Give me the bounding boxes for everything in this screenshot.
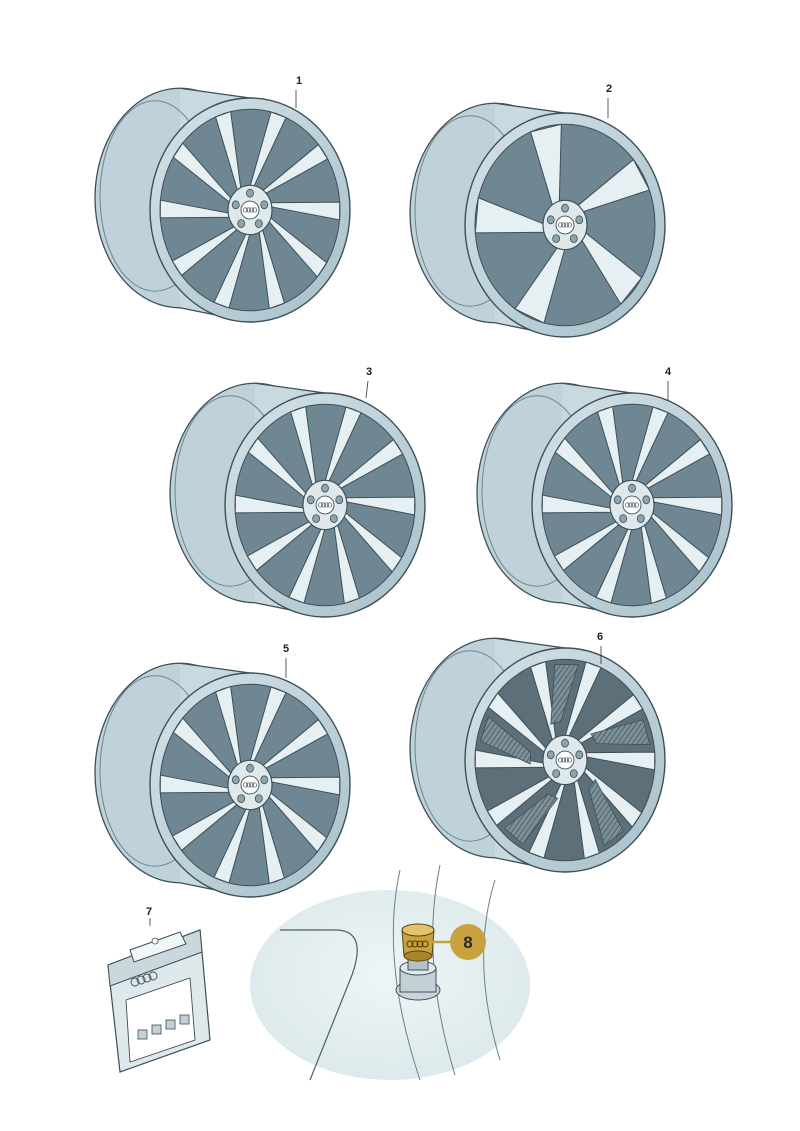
callout-2-number: 2 <box>606 83 612 95</box>
lug-hole <box>312 514 321 523</box>
lug-hole <box>561 203 569 213</box>
rim-edge-top <box>254 382 326 394</box>
hub-cap <box>555 750 575 770</box>
lug-hole <box>569 769 578 778</box>
lug-hole <box>246 188 254 198</box>
wheel-4: 4 <box>476 366 733 618</box>
rim-edge-top <box>179 87 251 99</box>
lug-hole <box>552 234 561 243</box>
callout-7-number: 7 <box>146 906 152 918</box>
lug-hole <box>260 775 269 785</box>
lug-hole <box>260 200 269 210</box>
callout-5-number: 5 <box>283 643 289 655</box>
lug-hole <box>642 495 651 505</box>
four-rings-logo-icon <box>557 757 573 763</box>
four-rings-logo-icon <box>624 502 640 508</box>
wheel-6: 6 <box>409 631 666 873</box>
four-rings-logo-icon <box>242 207 258 213</box>
callout-3-number: 3 <box>366 366 372 378</box>
lug-hole <box>575 215 584 225</box>
lug-hole <box>552 769 561 778</box>
lug-hole <box>237 794 246 803</box>
rim-edge-top <box>494 102 566 114</box>
inset-background <box>250 890 530 1080</box>
valve-cap <box>401 923 435 962</box>
cap-icons <box>137 1014 190 1040</box>
lug-hole <box>546 215 555 225</box>
lug-hole <box>231 775 240 785</box>
four-rings-logo-icon <box>557 222 573 228</box>
rim-edge-top <box>179 662 251 674</box>
lug-hole <box>546 750 555 760</box>
valve-cap-package: 7 <box>107 906 211 1073</box>
lug-hole <box>254 219 263 228</box>
tire-rim-edge <box>280 929 358 1081</box>
rim-edge-top <box>494 637 566 649</box>
callout-3-leader <box>365 380 369 399</box>
aero-insert <box>588 778 624 847</box>
lug-hole <box>575 750 584 760</box>
lug-hole <box>306 495 315 505</box>
callout-8-badge <box>450 924 486 960</box>
callout-8-number: 8 <box>463 933 472 952</box>
lug-hole <box>254 794 263 803</box>
wheel-1: 1 <box>94 75 351 323</box>
hub-cap <box>240 775 260 795</box>
lug-hole <box>613 495 622 505</box>
rim-contour-line <box>392 869 421 1081</box>
lug-hole <box>636 514 645 523</box>
callout-4-number: 4 <box>665 366 672 378</box>
hang-hole <box>151 937 159 945</box>
wheel-3: 3 <box>169 366 426 618</box>
aero-insert <box>590 719 651 745</box>
lug-hole <box>231 200 240 210</box>
four-rings-logo-icon <box>406 940 429 948</box>
aero-insert <box>550 663 579 725</box>
four-rings-logo-icon <box>317 502 333 508</box>
four-rings-logo-icon <box>242 782 258 788</box>
lug-hole <box>246 763 254 773</box>
wheel-2: 2 <box>409 83 666 338</box>
callout-6-number: 6 <box>597 631 603 643</box>
lug-hole <box>237 219 246 228</box>
callout-1-number: 1 <box>296 75 302 87</box>
aero-insert <box>480 715 532 765</box>
hub-cap <box>240 200 260 220</box>
rim-contour-line <box>483 879 501 1061</box>
rim-edge-top <box>561 382 633 394</box>
lug-hole <box>569 234 578 243</box>
wheel-5: 5 <box>94 643 351 898</box>
lug-hole <box>335 495 344 505</box>
aero-insert <box>503 793 559 845</box>
lug-hole <box>321 483 329 493</box>
four-rings-logo-icon <box>130 971 158 987</box>
valve-cap-inset: 8 <box>250 864 530 1081</box>
lug-hole <box>329 514 338 523</box>
hub-cap <box>622 495 642 515</box>
lug-hole <box>628 483 636 493</box>
hub-cap <box>315 495 335 515</box>
hub-cap <box>555 215 575 235</box>
lug-hole <box>619 514 628 523</box>
wheel-group: 1 2 3 4 5 6 <box>94 75 733 898</box>
lug-hole <box>561 738 569 748</box>
